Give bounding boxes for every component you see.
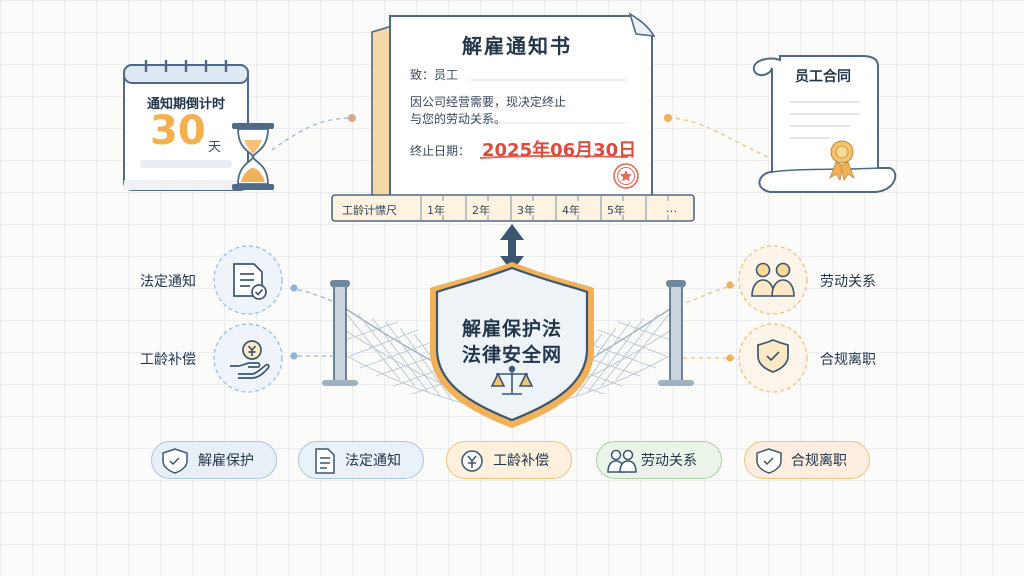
node-connectors (289, 284, 736, 359)
pill-label: 合规离职 (791, 453, 847, 469)
shield-title-line-1: 解雇保护法 (461, 318, 562, 340)
notice-recipient: 致：员工 (410, 68, 459, 82)
shield-title-line-2: 法律安全网 (461, 344, 562, 366)
notice-date-label: 终止日期： (410, 144, 471, 158)
notice-title: 解雇通知书 (462, 34, 572, 58)
notice-body-line-1: 因公司经营需要，现决定终止 (410, 95, 567, 109)
stamp-star-icon (620, 170, 632, 182)
pill-labor-relations[interactable]: 劳动关系 (596, 441, 722, 479)
shield-check-icon (757, 339, 789, 373)
ruler-title: 工龄计㦗尺 (342, 204, 397, 217)
pill-statutory-notice[interactable]: 法定通知 (298, 441, 424, 479)
pill-label: 工龄补偿 (493, 453, 549, 469)
node-label-compliant-exit: 合规离职 (820, 352, 876, 368)
ruler-mark: … (666, 202, 677, 215)
pill-label: 法定通知 (345, 453, 401, 469)
right-node-circles (738, 245, 808, 393)
contract-scroll-illustration (752, 55, 897, 193)
connector-dot (664, 114, 672, 122)
calendar-number: 30 (150, 108, 206, 154)
connector-calendar-notice (271, 117, 353, 151)
shield-illustration (430, 262, 594, 428)
pill-dismissal-protection[interactable]: 解雇保护 (151, 441, 277, 479)
pill-seniority-compensation[interactable]: 工龄补偿 (446, 441, 572, 479)
hourglass-icon (232, 123, 274, 190)
scales-icon (490, 365, 534, 395)
double-arrow-icon (500, 224, 524, 272)
calendar-unit: 天 (208, 140, 222, 155)
pill-label: 解雇保护 (198, 453, 254, 469)
ruler-mark: 4年 (562, 204, 580, 217)
people-icon (751, 262, 795, 297)
pill-compliant-exit[interactable]: 合规离职 (744, 441, 870, 479)
notice-document-illustration (371, 12, 656, 197)
ruler-mark: 1年 (427, 204, 445, 217)
connector-dot (348, 114, 356, 122)
calendar-illustration (123, 60, 249, 191)
notice-date-value: 2025年06月30日 (482, 140, 637, 161)
yen-hand-icon (230, 340, 270, 379)
node-label-seniority-compensation: 工龄补偿 (140, 352, 196, 368)
medal-icon (829, 140, 855, 182)
notice-body-line-2: 与您的劳动关系。 (410, 112, 507, 126)
node-label-labor-relations: 劳动关系 (820, 274, 876, 290)
seniority-ruler (331, 194, 695, 222)
node-label-statutory-notice: 法定通知 (140, 274, 196, 290)
ruler-mark: 2年 (472, 204, 490, 217)
contract-title: 员工合同 (795, 69, 851, 85)
connector-notice-contract (667, 117, 771, 159)
document-check-icon (233, 263, 267, 300)
pill-label: 劳动关系 (641, 453, 697, 469)
ruler-mark: 5年 (607, 204, 625, 217)
ruler-mark: 3年 (517, 204, 535, 217)
calendar-title: 通知期倒计时 (146, 97, 225, 112)
